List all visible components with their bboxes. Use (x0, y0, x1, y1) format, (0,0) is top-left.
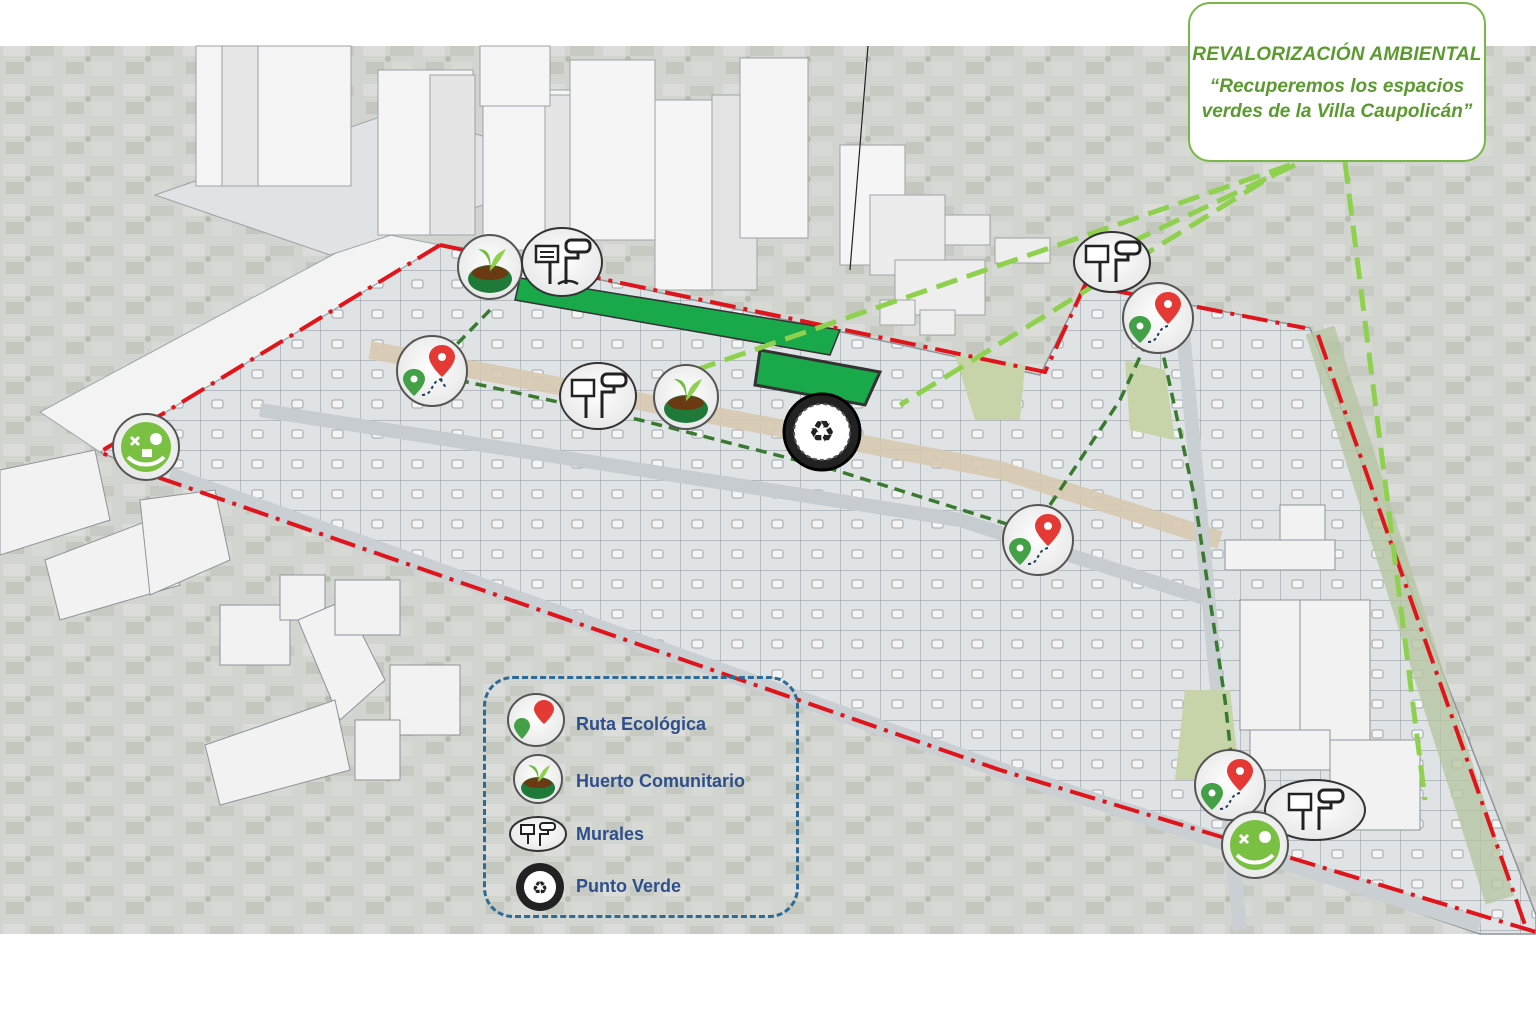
paint-tools-icon[interactable] (1264, 779, 1366, 841)
eco-community-icon[interactable] (1221, 811, 1289, 879)
park-area (955, 355, 1025, 420)
green-space (514, 277, 842, 356)
route-pin-icon[interactable] (396, 335, 468, 407)
environmental-callout: REVALORIZACIÓN AMBIENTAL “Recuperemos lo… (1188, 2, 1486, 162)
svg-text:♻: ♻ (809, 415, 836, 450)
green-space (753, 348, 883, 407)
tall-buildings (153, 45, 1051, 336)
route-pin-icon[interactable] (1122, 282, 1194, 354)
paint-tools-icon[interactable] (521, 227, 603, 297)
low-buildings-left (0, 449, 461, 806)
map-legend: Ruta Ecológica Huerto Comunitario Murale… (483, 676, 799, 918)
legend-label: Huerto Comunitario (576, 770, 745, 791)
neighborhood-boundary (439, 243, 1306, 375)
legend-label: Ruta Ecológica (576, 713, 707, 734)
white-margin-bottom (0, 934, 1536, 1022)
plant-pot-icon[interactable] (457, 234, 523, 300)
legend-item-murales: Murales (514, 809, 644, 859)
svg-text:♻: ♻ (532, 878, 548, 899)
callout-subtitle: “Recuperemos los espacios verdes de la V… (1202, 74, 1473, 124)
neighborhood-boundary (1316, 334, 1527, 926)
legend-paint-tools-icon (509, 816, 567, 852)
callout-subtitle-line2: verdes de la Villa Caupolicán” (1201, 101, 1473, 122)
route-pin-icon[interactable] (1002, 504, 1074, 576)
recycle-tire-icon[interactable]: ♻ (782, 392, 862, 472)
legend-label: Punto Verde (576, 875, 682, 896)
legend-label: Murales (576, 823, 645, 844)
legend-recycle-tire-icon: ♻ (516, 863, 564, 911)
park-area (1125, 360, 1175, 440)
plant-pot-icon[interactable] (653, 364, 719, 430)
neighborhood-boundary (95, 243, 1536, 934)
legend-item-punto-verde: Punto Verde (514, 861, 681, 911)
legend-item-huerto: Huerto Comunitario (514, 756, 745, 806)
callout-title: REVALORIZACIÓN AMBIENTAL (1192, 44, 1482, 65)
paint-tools-icon[interactable] (1073, 231, 1151, 293)
callout-subtitle-line1: “Recuperemos los espacios (1209, 76, 1465, 97)
eco-community-icon[interactable] (112, 413, 180, 481)
road (258, 403, 1213, 607)
legend-item-ruta: Ruta Ecológica (514, 699, 706, 749)
paint-tools-icon[interactable] (559, 362, 637, 430)
legend-plant-pot-icon (513, 754, 563, 804)
legend-route-pin-icon (507, 693, 565, 747)
route-pin-icon[interactable] (1194, 749, 1266, 821)
